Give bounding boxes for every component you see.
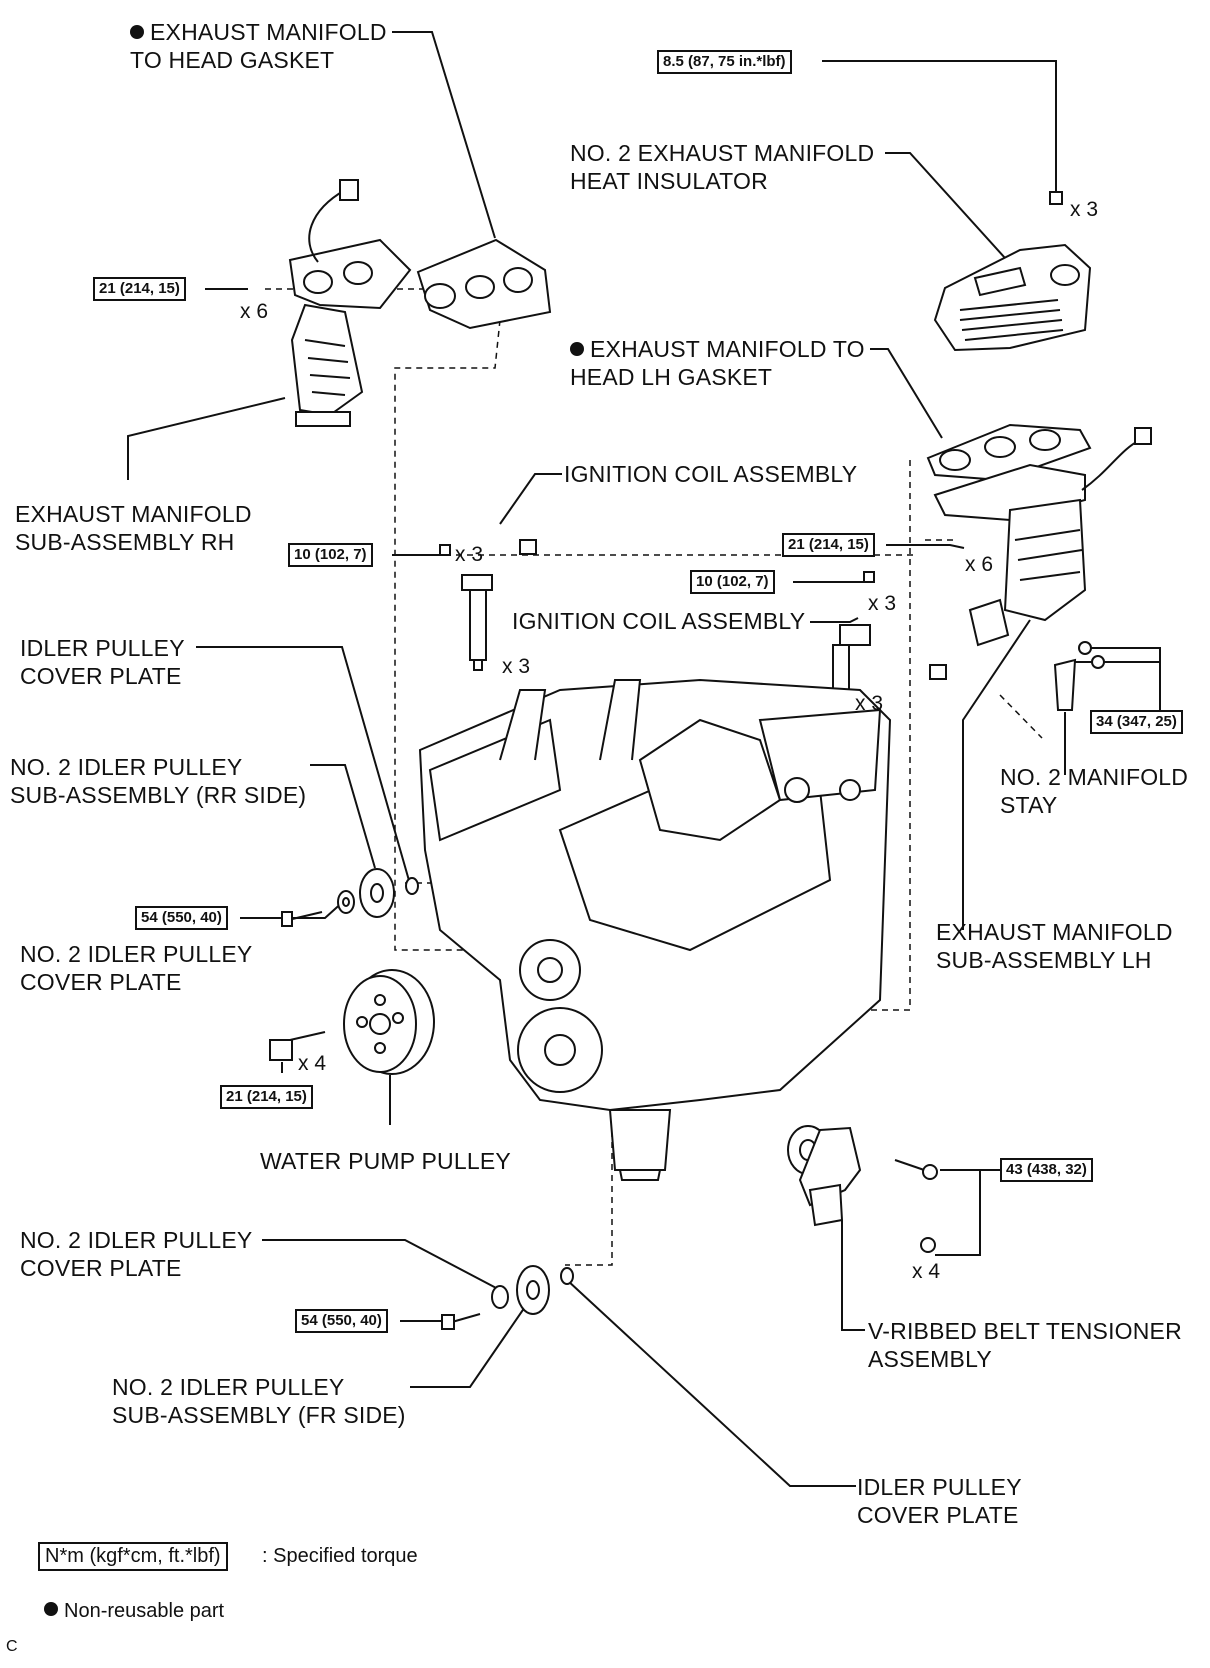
legend-torque-desc: : Specified torque: [262, 1545, 418, 1567]
leader-insulator-torque: [822, 60, 1057, 197]
label-manifold-rh: EXHAUST MANIFOLD SUB-ASSEMBLY RH: [15, 501, 252, 555]
mult-ignition-lh-bolts: x 3: [868, 592, 897, 615]
gasket-lh: [926, 423, 1092, 482]
torque-ignition-rh: 10 (102, 7): [288, 543, 373, 567]
torque-idler-fr: 54 (550, 40): [295, 1309, 388, 1333]
leader-idler2-cover-1: [245, 899, 346, 919]
mult-tensioner: x 4: [912, 1260, 941, 1283]
label-idler-rr: NO. 2 IDLER PULLEY SUB-ASSEMBLY (RR SIDE…: [10, 754, 307, 808]
leader-coil-1: [499, 473, 562, 525]
label-water-pump: WATER PUMP PULLEY: [260, 1148, 511, 1174]
label-tensioner: V-RIBBED BELT TENSIONER ASSEMBLY: [868, 1318, 1182, 1372]
ignition-coil-rh: [439, 539, 537, 671]
label-ignition-coil-1: IGNITION COIL ASSEMBLY: [564, 461, 858, 487]
mult-manifold-rh: x 6: [240, 300, 269, 323]
leader-tensioner-torque: [935, 1169, 1000, 1256]
mult-ignition-rh-coils: x 3: [502, 655, 531, 678]
footer-code: C: [6, 1638, 18, 1655]
leader-coil-2: [810, 617, 859, 623]
torque-ignition-lh: 10 (102, 7): [690, 570, 775, 594]
label-gasket-lh: EXHAUST MANIFOLD TO HEAD LH GASKET: [570, 336, 865, 390]
torque-manifold-lh: 21 (214, 15): [782, 533, 875, 557]
gasket-rh: [416, 238, 552, 330]
leader-gasket-lh: [870, 348, 943, 439]
leader-idler-rr: [310, 764, 376, 869]
leader-insulator: [885, 152, 1006, 259]
mult-ignition-lh-coils: x 3: [855, 692, 884, 715]
torque-manifold-rh: 21 (214, 15): [93, 277, 186, 301]
label-manifold-lh: EXHAUST MANIFOLD SUB-ASSEMBLY LH: [936, 919, 1173, 973]
idler-fr: [441, 1265, 574, 1330]
manifold-stay: [1053, 641, 1105, 711]
mult-manifold-lh: x 6: [965, 553, 994, 576]
mult-ignition-rh-bolts: x 3: [455, 543, 484, 566]
leader-manifold-lh: [962, 619, 1031, 930]
label-gasket-rh: EXHAUST MANIFOLD TO HEAD GASKET: [130, 19, 387, 73]
label-idler2-cover-1: NO. 2 IDLER PULLEY COVER PLATE: [20, 941, 253, 995]
leader-idler-fr: [410, 1284, 541, 1388]
leader-idler2-cover-2: [262, 1239, 501, 1291]
torque-idler-rr: 54 (550, 40): [135, 906, 228, 930]
non-reusable-dot-icon: [44, 1602, 58, 1616]
legend-torque-box: N*m (kgf*cm, ft.*lbf): [38, 1542, 228, 1571]
label-idler-cover-1: IDLER PULLEY COVER PLATE: [20, 635, 185, 689]
leader-idler-cover-2: [566, 1279, 856, 1487]
non-reusable-dot-icon: [570, 342, 584, 356]
label-heat-insulator: NO. 2 EXHAUST MANIFOLD HEAT INSULATOR: [570, 140, 875, 194]
torque-tensioner: 43 (438, 32): [1000, 1158, 1093, 1182]
manifold-lh: [933, 427, 1152, 647]
torque-heat-insulator: 8.5 (87, 75 in.*lbf): [657, 50, 792, 74]
idler-rr: [281, 868, 419, 927]
label-idler2-cover-2: NO. 2 IDLER PULLEY COVER PLATE: [20, 1227, 253, 1281]
label-idler-fr: NO. 2 IDLER PULLEY SUB-ASSEMBLY (FR SIDE…: [112, 1374, 406, 1428]
leader-tensioner: [841, 1220, 865, 1331]
engine-block: [418, 678, 892, 1181]
leader-stay-torque: [1090, 647, 1161, 715]
heat-insulator: [933, 191, 1092, 352]
non-reusable-dot-icon: [130, 25, 144, 39]
leader-gasket-rh: [392, 31, 496, 239]
manifold-rh: [288, 179, 412, 427]
legend-nonreusable: Non-reusable part: [44, 1600, 224, 1623]
water-pump-pulley: [269, 969, 435, 1075]
torque-water-pump: 21 (214, 15): [220, 1085, 313, 1109]
mult-insulator: x 3: [1070, 198, 1099, 221]
label-idler-cover-2: IDLER PULLEY COVER PLATE: [857, 1474, 1022, 1528]
leader-manifold-lh-torque: [886, 544, 965, 549]
mult-water-pump: x 4: [298, 1052, 327, 1075]
label-manifold-stay: NO. 2 MANIFOLD STAY: [1000, 764, 1189, 818]
tensioner: [787, 1125, 938, 1253]
label-ignition-coil-2: IGNITION COIL ASSEMBLY: [512, 608, 806, 634]
torque-stay: 34 (347, 25): [1090, 710, 1183, 734]
leader-idler-cover-1: [196, 646, 411, 885]
leader-manifold-rh: [127, 397, 286, 480]
